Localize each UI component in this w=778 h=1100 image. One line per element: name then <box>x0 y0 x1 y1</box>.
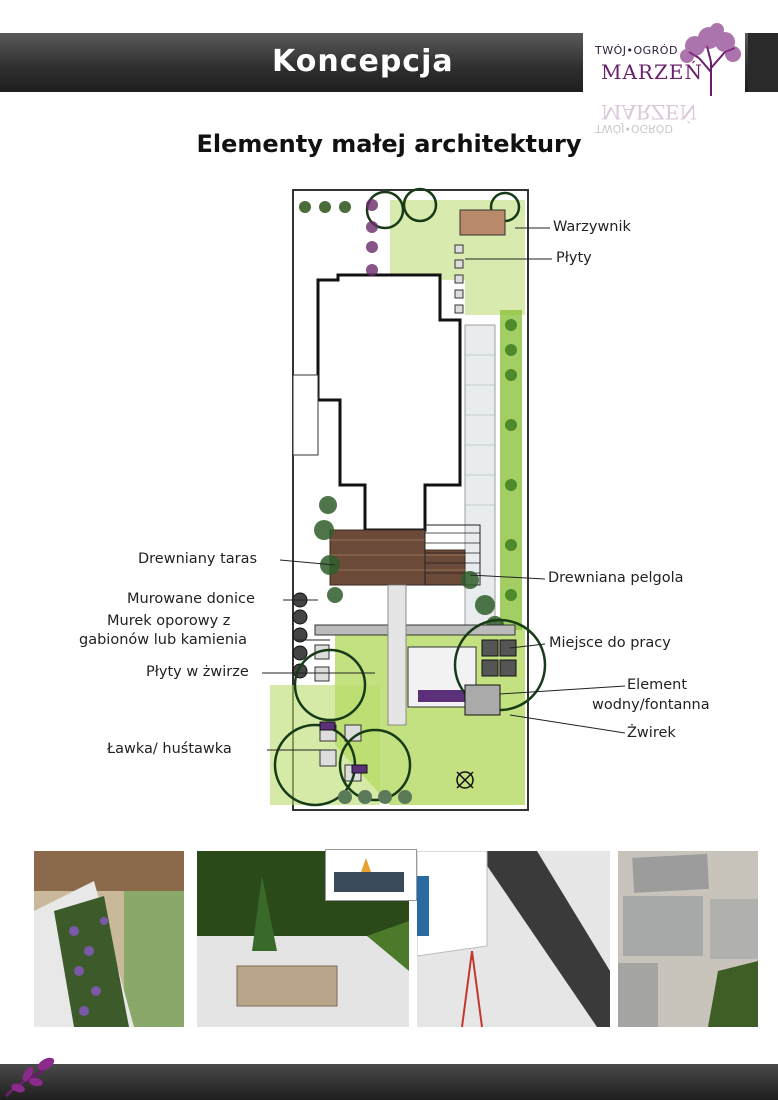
stepping-slabs-image <box>618 851 758 1027</box>
label-element-line2: wodny/fontanna <box>592 697 710 713</box>
fire-table-image <box>334 858 404 892</box>
label-plyty: Płyty <box>556 250 592 266</box>
page-title: Koncepcja <box>272 44 454 79</box>
photo-fire-table-inset <box>325 849 417 901</box>
label-element-line1: Element <box>627 677 688 693</box>
label-murowane-donice: Murowane donice <box>127 591 255 607</box>
work-table-image <box>417 851 610 1027</box>
label-murek-line1: Murek oporowy z <box>107 613 231 629</box>
label-zwirek: Żwirek <box>627 725 676 741</box>
garden-plan-drawing <box>270 187 547 811</box>
label-warzywnik: Warzywnik <box>553 219 631 235</box>
photo-lavender-planter <box>34 851 184 1027</box>
label-drewniany-taras: Drewniany taras <box>138 551 258 567</box>
tree-logo-icon <box>680 23 741 96</box>
label-miejsce-do-pracy: Miejsce do pracy <box>549 635 671 651</box>
logo-main-text: MARZEŃ <box>601 60 703 84</box>
brand-logo: TWÓJ•OGRÓD MARZEŃ <box>583 22 745 98</box>
section-heading: Elementy małej architektury <box>196 130 582 158</box>
label-murek-line2: gabionów lub kamienia <box>79 632 247 648</box>
footer-bar <box>0 1064 778 1100</box>
label-drewniana-pelgola: Drewniana pelgola <box>548 570 684 586</box>
label-plyty-w-zwirze: Płyty w żwirze <box>146 664 249 680</box>
header-right-accent <box>748 33 778 92</box>
label-lawka: Ławka/ huśtawka <box>107 741 232 757</box>
logo-reflection-main: MARZEŃ <box>601 100 697 124</box>
photo-work-table <box>417 851 610 1027</box>
leaf-ornament-icon <box>4 1057 55 1098</box>
logo-top-text: TWÓJ•OGRÓD <box>595 44 678 57</box>
lavender-planter-image <box>34 851 184 1027</box>
photo-stepping-slabs <box>618 851 758 1027</box>
